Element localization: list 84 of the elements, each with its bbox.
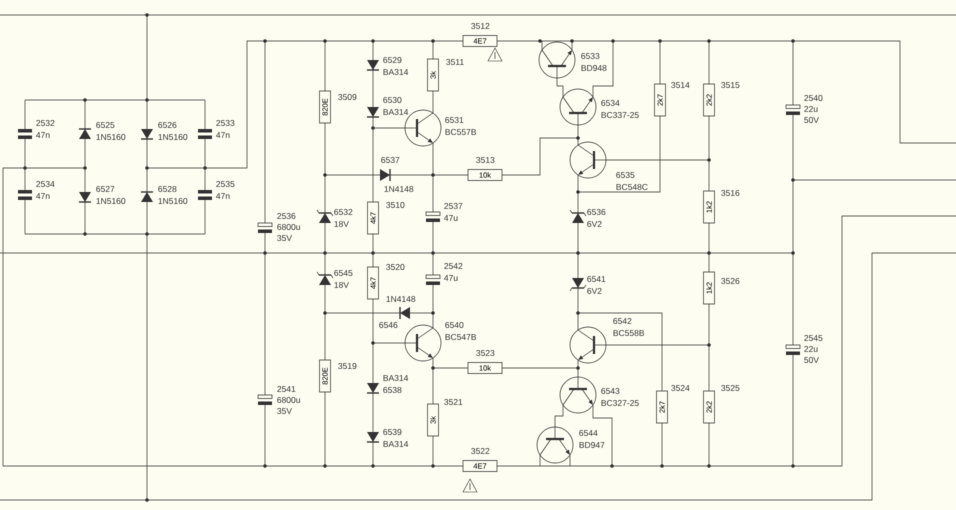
component-label: 6534 (601, 100, 620, 106)
component-label: 1N4148 (384, 186, 414, 192)
component-label: BC548C (616, 184, 648, 190)
component-label: 6535 (616, 172, 634, 178)
component-label: 2542 (444, 263, 462, 269)
component-label: 6539 (383, 429, 402, 435)
component-label: BC547B (446, 334, 476, 340)
component-label: 2533 (216, 120, 234, 126)
component-label: 50V (804, 117, 819, 123)
component-label: BA314 (384, 69, 408, 75)
component-label: 3516 (721, 190, 740, 196)
component-label: 47n (216, 193, 230, 199)
component-label: 1N5160 (158, 198, 188, 204)
component-label: 3522 (471, 448, 490, 454)
component-label: 3509 (338, 94, 356, 100)
component-label: 6542 (613, 318, 632, 324)
component-label: 3511 (446, 59, 464, 65)
component-label: 3512 (471, 23, 490, 29)
component-label: BC327-25 (602, 400, 639, 406)
component-label: 2541 (277, 386, 296, 392)
component-label: BC557B (446, 129, 476, 135)
component-label: 1N5160 (158, 134, 188, 140)
component-label: 6V2 (587, 288, 602, 294)
component-label: BA314 (384, 375, 408, 381)
component-label: 47u (444, 275, 458, 281)
component-label: 47u (444, 215, 458, 221)
component-label: 22u (804, 106, 818, 112)
component-label: 3520 (386, 264, 404, 270)
component-label: 3523 (476, 350, 494, 356)
component-label: 3524 (671, 385, 690, 391)
component-label: 6541 (587, 276, 606, 282)
component-label: 1N5160 (96, 134, 126, 140)
component-label: 6530 (383, 97, 402, 103)
component-label: 3525 (721, 385, 740, 391)
component-label: 47n (36, 132, 50, 138)
component-label: 6532 (334, 209, 352, 215)
component-label: 1N4148 (386, 296, 416, 302)
component-label: BD947 (580, 442, 604, 448)
component-label: 47n (216, 132, 230, 138)
component-label: 3526 (721, 278, 740, 284)
component-label: 2537 (444, 203, 462, 209)
component-label: 3514 (671, 82, 690, 88)
component-label: 2535 (216, 181, 234, 187)
component-label: 3519 (338, 363, 356, 369)
component-label: BA314 (384, 441, 408, 447)
component-label: 6V2 (587, 221, 602, 227)
component-label: 2534 (36, 181, 55, 187)
component-label: 2540 (804, 95, 822, 101)
component-label: 6544 (579, 430, 598, 436)
component-label: 2545 (804, 335, 822, 341)
component-label: 6527 (96, 186, 114, 192)
component-label: 18V (334, 282, 349, 288)
component-label: 3510 (386, 202, 404, 208)
component-label: 3515 (721, 82, 740, 88)
component-label: 6538 (383, 387, 402, 393)
component-label: 6545 (334, 270, 352, 276)
component-label: 6540 (445, 322, 464, 328)
component-label: 6531 (445, 117, 464, 123)
component-label: 6533 (581, 53, 600, 59)
component-label: 22u (804, 346, 818, 352)
component-label: 6546 (379, 322, 398, 328)
component-label: 50V (804, 357, 819, 363)
component-label: BC337-25 (602, 112, 639, 118)
component-label: 6537 (381, 157, 400, 163)
component-label: 6536 (587, 209, 606, 215)
component-label: 2532 (36, 120, 54, 126)
component-label: BA314 (384, 109, 408, 115)
component-label: BD948 (582, 65, 606, 71)
component-label: 6526 (158, 122, 176, 128)
component-label: 6543 (601, 388, 620, 394)
component-label: 6529 (383, 57, 402, 63)
component-label: 35V (277, 408, 292, 414)
component-label: 6528 (158, 186, 176, 192)
component-label: 3521 (444, 399, 462, 405)
component-label: 6800u (277, 397, 300, 403)
component-label: 35V (277, 235, 292, 241)
component-label: 47n (36, 193, 50, 199)
component-label: 6525 (96, 122, 114, 128)
component-label: 2536 (277, 213, 296, 219)
component-label: BC558B (614, 330, 644, 336)
component-label: 1N5160 (96, 198, 126, 204)
component-label: 6800u (277, 224, 300, 230)
component-label: 18V (334, 221, 349, 227)
component-label: 3513 (476, 157, 494, 163)
